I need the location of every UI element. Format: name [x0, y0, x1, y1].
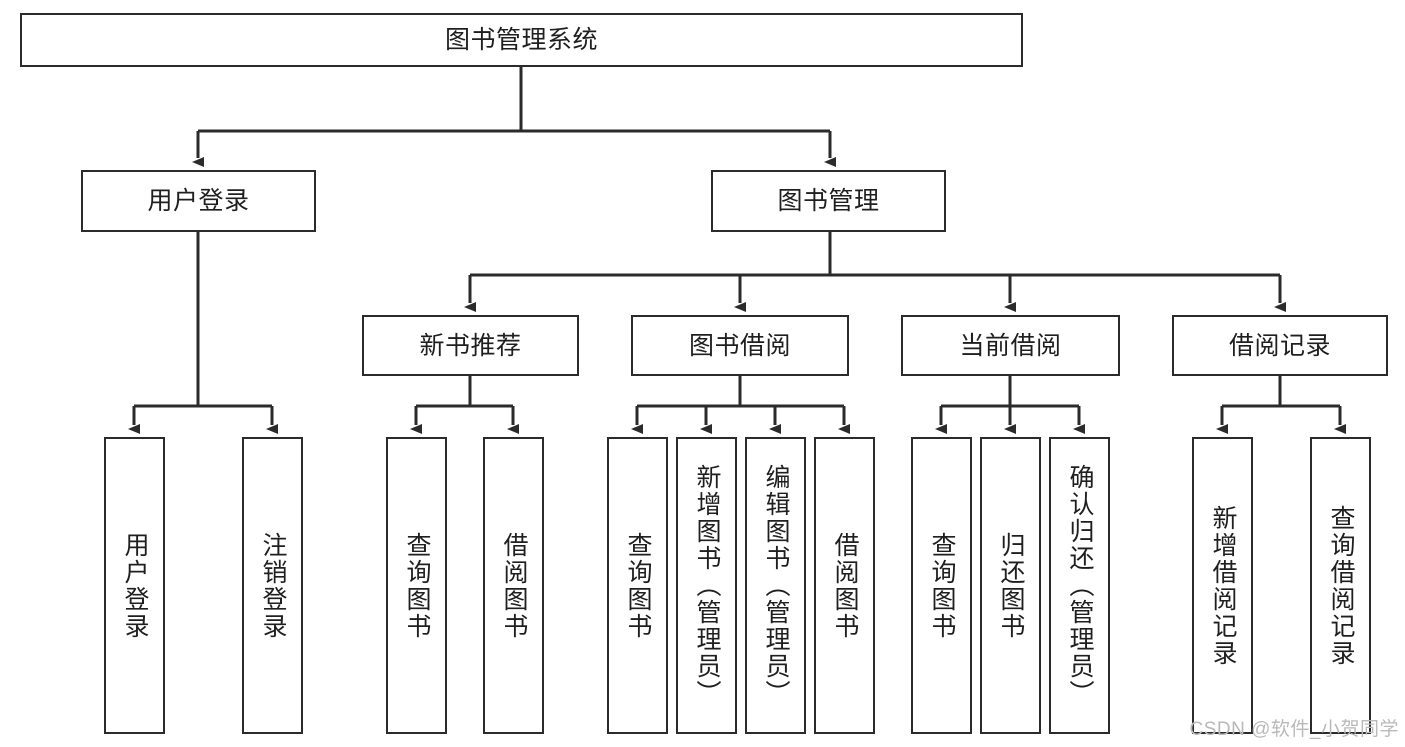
node-label: 新增借阅记录: [1209, 504, 1237, 667]
node-label: 查询图书: [928, 531, 956, 640]
node-label: 查询图书: [624, 531, 652, 640]
node-user-login[interactable]: 用户登录: [81, 170, 316, 232]
node-label: 新增图书（管理员）: [693, 464, 721, 707]
node-label: 图书管理: [777, 187, 880, 215]
node-new-book-recommend[interactable]: 新书推荐: [362, 315, 579, 376]
node-label: 用户登录: [147, 187, 250, 215]
node-root-system[interactable]: 图书管理系统: [20, 13, 1023, 67]
node-label: 查询图书: [403, 531, 431, 640]
node-label: 借阅图书: [500, 531, 528, 640]
node-label: 借阅记录: [1228, 331, 1331, 360]
node-leaf-query-borrow-record[interactable]: 查询借阅记录: [1310, 437, 1371, 734]
node-label: 图书借阅: [688, 331, 791, 360]
node-leaf-logout[interactable]: 注销登录: [242, 437, 303, 734]
node-label: 确认归还（管理员）: [1066, 464, 1094, 707]
node-book-management[interactable]: 图书管理: [711, 170, 946, 232]
node-label: 当前借阅: [959, 331, 1062, 360]
node-leaf-query-books-recommend[interactable]: 查询图书: [386, 437, 447, 734]
node-label: 归还图书: [997, 531, 1025, 640]
node-label: 查询借阅记录: [1327, 504, 1355, 667]
node-leaf-user-login[interactable]: 用户登录: [104, 437, 165, 734]
node-leaf-return-books[interactable]: 归还图书: [980, 437, 1041, 734]
node-leaf-add-borrow-record[interactable]: 新增借阅记录: [1192, 437, 1253, 734]
node-leaf-edit-book-admin[interactable]: 编辑图书（管理员）: [745, 437, 806, 734]
node-book-borrow[interactable]: 图书借阅: [631, 315, 849, 376]
node-label: 借阅图书: [831, 531, 859, 640]
node-leaf-add-book-admin[interactable]: 新增图书（管理员）: [676, 437, 737, 734]
node-label: 注销登录: [259, 531, 287, 640]
node-borrow-records[interactable]: 借阅记录: [1172, 315, 1388, 376]
node-leaf-query-books-current[interactable]: 查询图书: [911, 437, 972, 734]
node-leaf-borrow-books-recommend[interactable]: 借阅图书: [483, 437, 544, 734]
node-label: 新书推荐: [419, 331, 522, 360]
node-label: 编辑图书（管理员）: [762, 464, 790, 707]
node-leaf-query-books-borrow[interactable]: 查询图书: [607, 437, 668, 734]
node-current-borrow[interactable]: 当前借阅: [901, 315, 1120, 376]
node-label: 用户登录: [121, 531, 149, 640]
node-leaf-confirm-return-admin[interactable]: 确认归还（管理员）: [1049, 437, 1110, 734]
node-leaf-borrow-books[interactable]: 借阅图书: [814, 437, 875, 734]
csdn-watermark: CSDN @软件_小贺同学: [1189, 719, 1399, 740]
node-label: 图书管理系统: [444, 26, 598, 54]
